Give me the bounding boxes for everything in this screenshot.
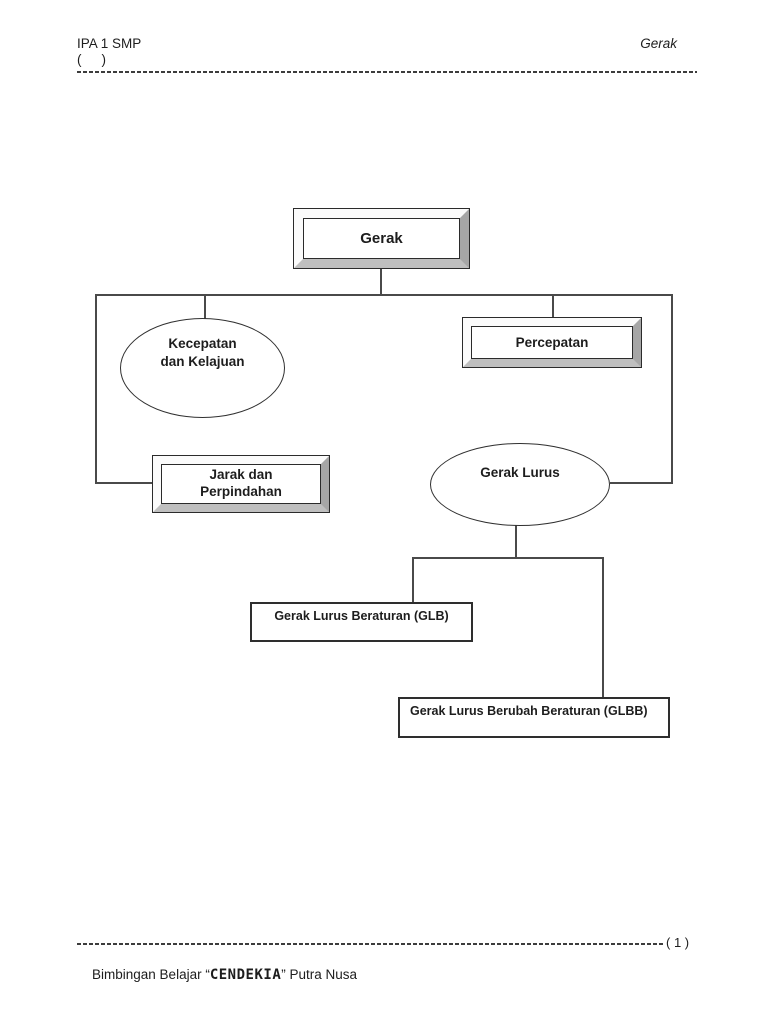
connector-jarak-stub: [95, 482, 155, 484]
node-glb: Gerak Lurus Beraturan (GLB): [250, 602, 473, 642]
connector-right-vertical: [671, 294, 673, 484]
header-topic-label: Gerak: [640, 36, 677, 51]
bevel-frame: [153, 456, 329, 512]
node-kecepatan-label: Kecepatan dan Kelajuan: [160, 335, 245, 369]
connector-glbb-drop: [602, 557, 604, 698]
connector-geraklurus-stub: [610, 482, 673, 484]
connector-left-vertical: [95, 294, 97, 484]
node-glbb: Gerak Lurus Berubah Beraturan (GLBB): [398, 697, 670, 738]
connector-geraklurus-drop: [515, 524, 517, 559]
connector-level1-bar: [95, 294, 673, 296]
node-jarak: Jarak dan Perpindahan: [152, 455, 330, 513]
footer-brand: CENDEKIA: [209, 967, 282, 983]
connector-level3-bar: [412, 557, 604, 559]
header-course-label: IPA 1 SMP: [77, 36, 142, 51]
node-kecepatan: Kecepatan dan Kelajuan: [120, 318, 285, 418]
connector-glb-drop: [412, 557, 414, 603]
node-gerak-label: Gerak: [303, 218, 460, 259]
footer-credit: Bimbingan Belajar “CENDEKIA” Putra Nusa: [77, 952, 357, 998]
connector-root-drop: [380, 269, 382, 296]
bevel-frame: [463, 318, 641, 367]
header-divider: [77, 71, 697, 73]
page-number: ( 1 ): [666, 935, 690, 950]
header-name-blank: ( ): [77, 52, 107, 67]
node-glbb-label: Gerak Lurus Berubah Beraturan (GLBB): [410, 704, 648, 718]
node-jarak-label: Jarak dan Perpindahan: [161, 464, 321, 504]
footer-credit-suffix: ” Putra Nusa: [281, 967, 358, 982]
node-glb-label: Gerak Lurus Beraturan (GLB): [274, 609, 449, 623]
node-gerak: Gerak: [293, 208, 470, 269]
node-percepatan-label: Percepatan: [471, 326, 633, 359]
footer-credit-prefix: Bimbingan Belajar “: [92, 967, 210, 982]
connector-percepatan-stub: [552, 294, 554, 318]
bevel-frame: [294, 209, 469, 268]
node-gerak-lurus-label: Gerak Lurus: [480, 465, 560, 480]
footer-divider: [77, 943, 663, 945]
connector-kecepatan-stub: [204, 294, 206, 319]
node-percepatan: Percepatan: [462, 317, 642, 368]
node-gerak-lurus: Gerak Lurus: [430, 443, 610, 526]
